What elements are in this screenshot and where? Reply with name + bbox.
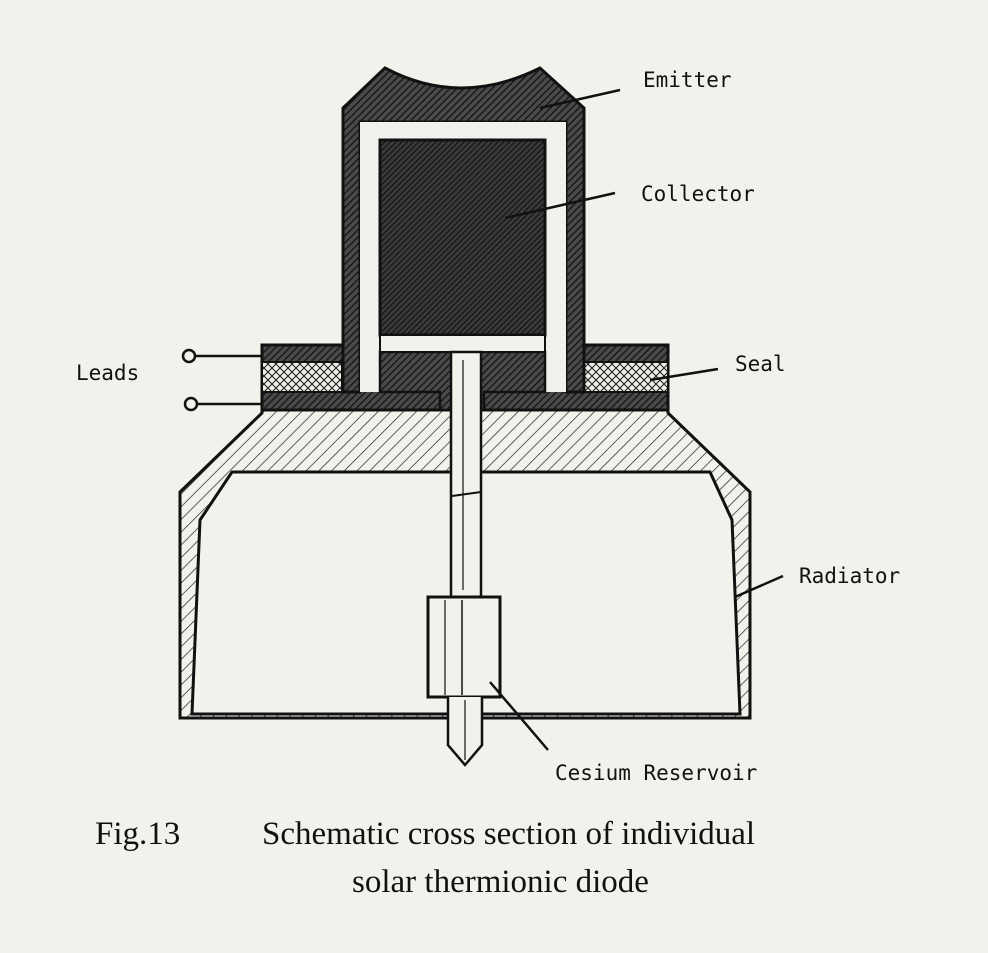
label-leads: Leads bbox=[76, 361, 140, 385]
caption-line-2: solar thermionic diode bbox=[352, 864, 649, 900]
label-seal: Seal bbox=[735, 352, 786, 376]
leader-lines bbox=[489, 88, 784, 751]
label-radiator: Radiator bbox=[799, 564, 901, 588]
cesium-tube bbox=[426, 350, 502, 767]
leads-wires bbox=[181, 348, 262, 412]
label-cesium-reservoir: Cesium Reservoir bbox=[555, 761, 758, 785]
collector-block bbox=[360, 122, 566, 412]
caption-figure-number: Fig.13 bbox=[95, 816, 181, 852]
caption-line-1: Schematic cross section of individual bbox=[262, 816, 756, 852]
label-emitter: Emitter bbox=[643, 68, 732, 92]
label-collector: Collector bbox=[641, 182, 755, 206]
